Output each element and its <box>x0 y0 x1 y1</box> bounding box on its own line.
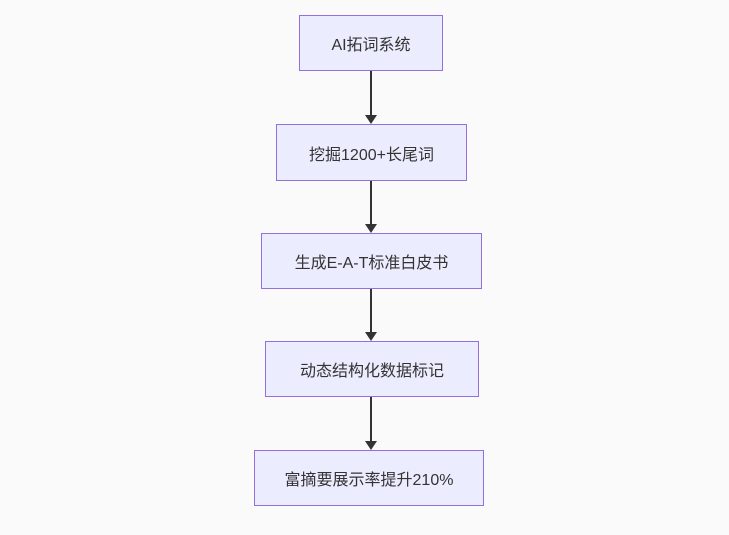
arrow-line <box>370 71 372 116</box>
arrow-line <box>370 397 372 442</box>
node-label: 挖掘1200+长尾词 <box>309 146 434 164</box>
arrowhead-icon <box>365 441 377 450</box>
arrow-line <box>370 289 372 333</box>
flowchart-node-longtail-mining: 挖掘1200+长尾词 <box>276 124 467 181</box>
arrow-down-3 <box>364 289 378 341</box>
flowchart-node-rich-snippet-rate: 富摘要展示率提升210% <box>254 450 484 506</box>
flowchart-node-structured-data-markup: 动态结构化数据标记 <box>265 341 479 397</box>
arrow-down-4 <box>364 397 378 450</box>
node-label: 生成E-A-T标准白皮书 <box>294 255 449 272</box>
arrow-down-1 <box>364 71 378 124</box>
arrow-line <box>370 181 372 225</box>
arrowhead-icon <box>365 115 377 124</box>
node-label: 富摘要展示率提升210% <box>284 472 454 489</box>
node-label: 动态结构化数据标记 <box>299 363 444 380</box>
arrowhead-icon <box>365 224 377 233</box>
flowchart-node-eat-whitepaper: 生成E-A-T标准白皮书 <box>261 233 482 289</box>
flowchart-node-ai-keyword-system: AI拓词系统 <box>299 15 443 71</box>
arrowhead-icon <box>365 332 377 341</box>
node-label: AI拓词系统 <box>331 37 411 54</box>
arrow-down-2 <box>364 181 378 233</box>
